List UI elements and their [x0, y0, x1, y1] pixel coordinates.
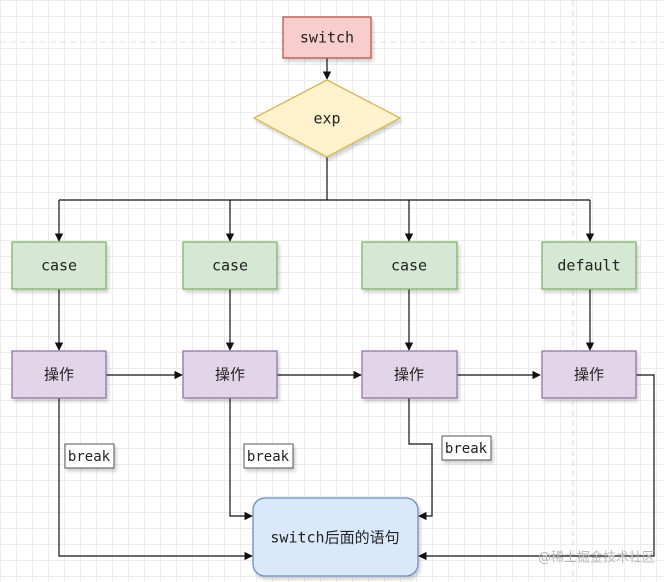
- edge-break-2: [229, 398, 253, 521]
- edge-default-exit: [418, 374, 655, 561]
- action-node-3[interactable]: 操作: [361, 350, 458, 399]
- break-text-2: break: [247, 449, 290, 465]
- default-label: default: [557, 257, 620, 275]
- action-node-2[interactable]: 操作: [182, 350, 278, 399]
- break-text-3: break: [445, 441, 488, 457]
- action-label-1: 操作: [44, 366, 74, 384]
- action-label-2: 操作: [215, 366, 245, 384]
- connectors: [54, 58, 655, 561]
- action-node-4[interactable]: 操作: [541, 350, 637, 399]
- start-label: switch: [300, 29, 354, 47]
- case-label-3: case: [391, 257, 427, 275]
- end-node[interactable]: switch后面的语句: [252, 497, 419, 577]
- case-node-3[interactable]: case: [361, 241, 458, 290]
- action-label-3: 操作: [394, 366, 424, 384]
- case-label-1: case: [41, 257, 77, 275]
- edge-break-1: [58, 398, 253, 561]
- break-label-1: break: [64, 443, 115, 469]
- action-label-4: 操作: [574, 366, 604, 384]
- condition-node[interactable]: exp: [252, 79, 402, 158]
- default-node[interactable]: default: [541, 241, 637, 290]
- case-node-2[interactable]: case: [182, 241, 278, 290]
- start-node[interactable]: switch: [282, 16, 372, 59]
- condition-label: exp: [313, 110, 340, 128]
- case-node-1[interactable]: case: [11, 241, 107, 290]
- action-node-1[interactable]: 操作: [11, 350, 107, 399]
- edge-break-3: [408, 398, 433, 521]
- case-label-2: case: [212, 257, 248, 275]
- watermark: @稀土掘金技术社区: [538, 550, 655, 566]
- break-label-3: break: [441, 435, 492, 461]
- break-text-1: break: [68, 449, 111, 465]
- break-label-2: break: [243, 443, 294, 469]
- end-label: switch后面的语句: [270, 529, 399, 547]
